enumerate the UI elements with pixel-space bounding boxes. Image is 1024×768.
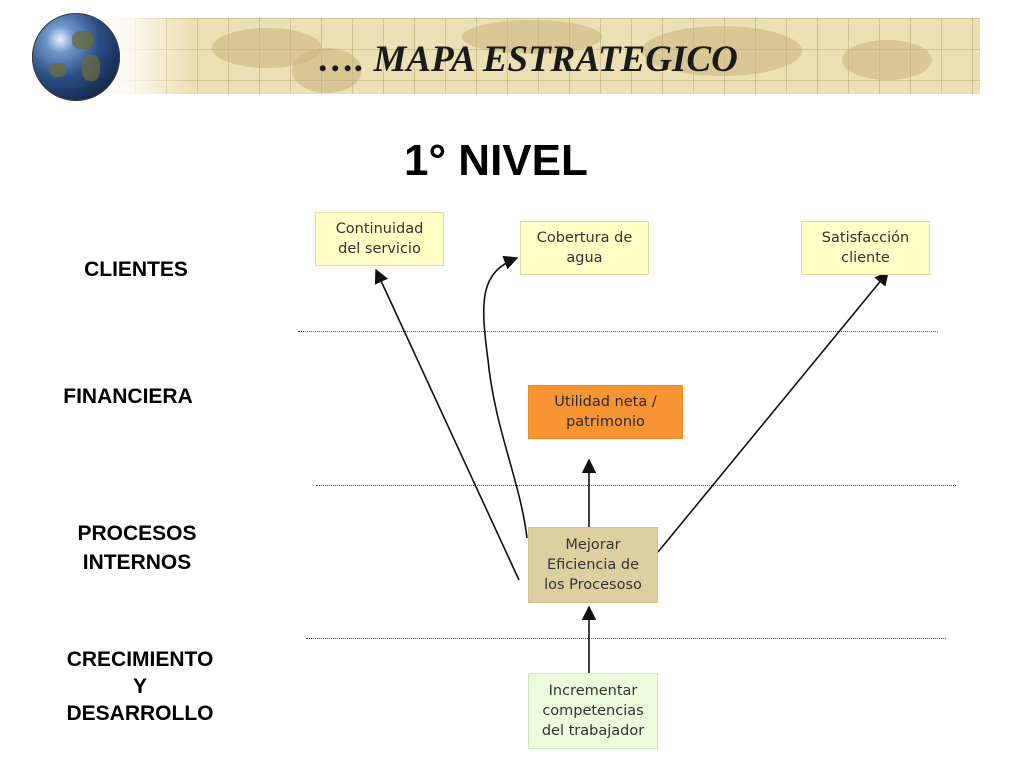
objective-incrementar-line2: competencias: [542, 703, 644, 719]
objective-continuidad-line2: del servicio: [338, 241, 421, 257]
objective-incrementar-line1: Incrementar: [548, 683, 638, 699]
separator-procesos-crecimiento: [306, 638, 946, 639]
perspective-clientes: CLIENTES: [58, 255, 214, 284]
perspective-procesos-line1: PROCESOS: [77, 522, 197, 545]
objective-mejorar-eficiencia: Mejorar Eficiencia de los Procesoso: [528, 527, 658, 603]
objective-incrementar-line3: del trabajador: [541, 723, 645, 739]
objective-utilidad-line1: Utilidad neta /: [554, 394, 657, 410]
perspective-financiera-label: FINANCIERA: [63, 385, 193, 408]
perspective-financiera: FINANCIERA: [40, 382, 216, 411]
slide-title: …. MAPA ESTRATEGICO: [318, 39, 738, 80]
perspective-procesos: PROCESOS INTERNOS: [52, 519, 222, 577]
perspective-crecimiento-line3: DESARROLLO: [66, 702, 214, 725]
objective-mejorar-line2: Eficiencia de: [546, 557, 640, 573]
level-title: 1° NIVEL: [404, 136, 588, 185]
objective-cobertura-agua: Cobertura de agua: [520, 221, 649, 275]
perspective-clientes-label: CLIENTES: [84, 258, 188, 281]
objective-cobertura-line2: agua: [566, 250, 603, 266]
objective-mejorar-line1: Mejorar: [565, 537, 621, 553]
header-banner: [42, 18, 980, 94]
perspective-procesos-line2: INTERNOS: [82, 551, 192, 574]
objective-satisfaccion-line1: Satisfacción: [821, 230, 910, 246]
objective-utilidad-neta: Utilidad neta / patrimonio: [528, 385, 683, 439]
objective-cobertura-line1: Cobertura de: [536, 230, 633, 246]
objective-satisfaccion-line2: cliente: [841, 250, 890, 266]
globe-icon: [32, 13, 120, 101]
arrow-procesos-to-satisfaccion: [657, 270, 889, 553]
separator-clientes-financiera: [298, 331, 938, 332]
objective-continuidad-line1: Continuidad: [335, 221, 424, 237]
objective-mejorar-line3: los Procesoso: [544, 577, 642, 593]
objective-continuidad-servicio: Continuidad del servicio: [315, 212, 444, 266]
objective-satisfaccion-cliente: Satisfacción cliente: [801, 221, 930, 275]
separator-financiera-procesos: [316, 485, 956, 486]
arrow-procesos-to-continuidad: [374, 268, 520, 581]
objective-utilidad-line2: patrimonio: [566, 414, 645, 430]
perspective-crecimiento: CRECIMIENTO Y DESARROLLO: [42, 646, 238, 727]
perspective-crecimiento-line2: Y: [132, 675, 147, 698]
perspective-crecimiento-line1: CRECIMIENTO: [66, 648, 214, 671]
arrow-procesos-to-cobertura: [482, 255, 528, 539]
objective-incrementar-competencias: Incrementar competencias del trabajador: [528, 673, 658, 749]
